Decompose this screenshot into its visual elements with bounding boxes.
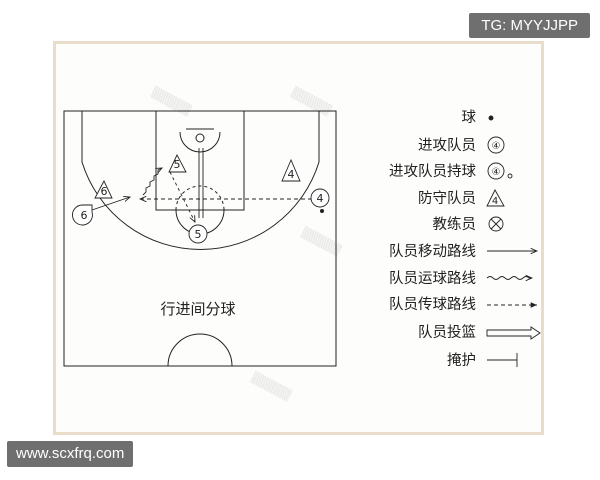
legend-label-pass: 队员传球路线 bbox=[389, 296, 476, 313]
court-title: 行进间分球 bbox=[160, 300, 235, 318]
play-lines bbox=[91, 148, 312, 222]
tg-badge: TG: MYYJJPP bbox=[469, 13, 590, 38]
dribble-line bbox=[142, 168, 162, 196]
legend-label-ball: 球 bbox=[462, 109, 477, 126]
free-throw-circle-bottom bbox=[175, 185, 225, 211]
coach-icon bbox=[488, 216, 504, 232]
legend-label-dribble: 队员运球路线 bbox=[389, 270, 476, 287]
defender-5-high bbox=[168, 153, 187, 173]
ball-icon bbox=[488, 115, 494, 121]
circled-4-ball-icon bbox=[487, 162, 505, 180]
legend-label-defender: 防守队员 bbox=[418, 190, 476, 207]
move-line-left bbox=[91, 197, 130, 211]
players bbox=[72, 153, 330, 244]
legend-symbol-triangle-4: 4 bbox=[492, 196, 498, 207]
site-badge: www.scxfrq.com bbox=[7, 441, 134, 467]
attacker-4-wing bbox=[310, 188, 330, 208]
defender-6-left bbox=[94, 179, 113, 199]
ball-dot bbox=[320, 209, 324, 213]
legend-symbol-4: ④ bbox=[492, 141, 501, 152]
ball-icon bbox=[507, 173, 513, 179]
basketball-half-court bbox=[63, 110, 337, 367]
triangle-4-icon bbox=[486, 189, 505, 207]
attacker-5-low bbox=[188, 224, 208, 244]
paint-lane bbox=[155, 110, 245, 211]
attacker-5-low-label: 5 bbox=[195, 228, 202, 241]
attacker-6-label: 6 bbox=[81, 209, 88, 222]
pass-line-diagonal bbox=[169, 171, 195, 222]
defender-6-label: 6 bbox=[101, 185, 108, 198]
rim bbox=[195, 133, 205, 143]
double-arrow-icon bbox=[486, 326, 541, 340]
legend-symbol-4-ball: ④ bbox=[492, 167, 501, 178]
legend-label-shot: 队员投篮 bbox=[418, 323, 476, 341]
legend-label-coach: 教练员 bbox=[433, 216, 477, 233]
legend-label-move: 队员移动路线 bbox=[389, 243, 476, 260]
circled-4-icon bbox=[487, 136, 505, 154]
diagram-frame bbox=[53, 41, 544, 435]
center-circle bbox=[167, 333, 233, 367]
legend-label-screen: 掩护 bbox=[447, 352, 476, 369]
legend-label-attacker-ball: 进攻队员持球 bbox=[389, 163, 476, 180]
defender-4-label: 4 bbox=[288, 168, 295, 181]
defender-5-high-label: 5 bbox=[174, 158, 181, 171]
legend-symbols bbox=[486, 115, 541, 367]
wavy-arrow-icon bbox=[486, 277, 532, 280]
coach-icon bbox=[490, 218, 502, 230]
attacker-4-label: 4 bbox=[317, 192, 324, 205]
legend-label-attacker: 进攻队员 bbox=[418, 137, 476, 154]
defender-4-right bbox=[281, 158, 301, 182]
restricted-arc bbox=[179, 131, 221, 153]
attacker-6-left bbox=[72, 204, 93, 226]
legend: 球 进攻队员 进攻队员持球 防守队员 教练员 队员移动路线 队员运球路线 队员传… bbox=[389, 109, 477, 369]
